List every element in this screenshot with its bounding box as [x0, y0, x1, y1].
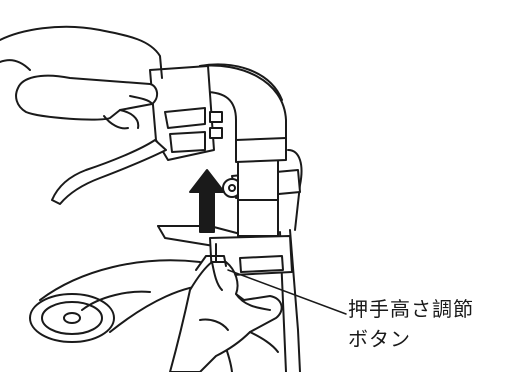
- wheel: [29, 293, 115, 343]
- arrow-up-icon: [189, 169, 225, 233]
- callout-line-1: 押手高さ調節: [348, 297, 474, 321]
- handle-elbow: [149, 63, 287, 163]
- lower-hand: [169, 255, 283, 372]
- callout-line-2: ボタン: [348, 327, 411, 351]
- callout-leader: [227, 269, 347, 315]
- upper-hand: [0, 25, 163, 130]
- brake-lever: [51, 139, 167, 205]
- adjustment-button-label: 押手高さ調節 ボタン: [348, 294, 498, 354]
